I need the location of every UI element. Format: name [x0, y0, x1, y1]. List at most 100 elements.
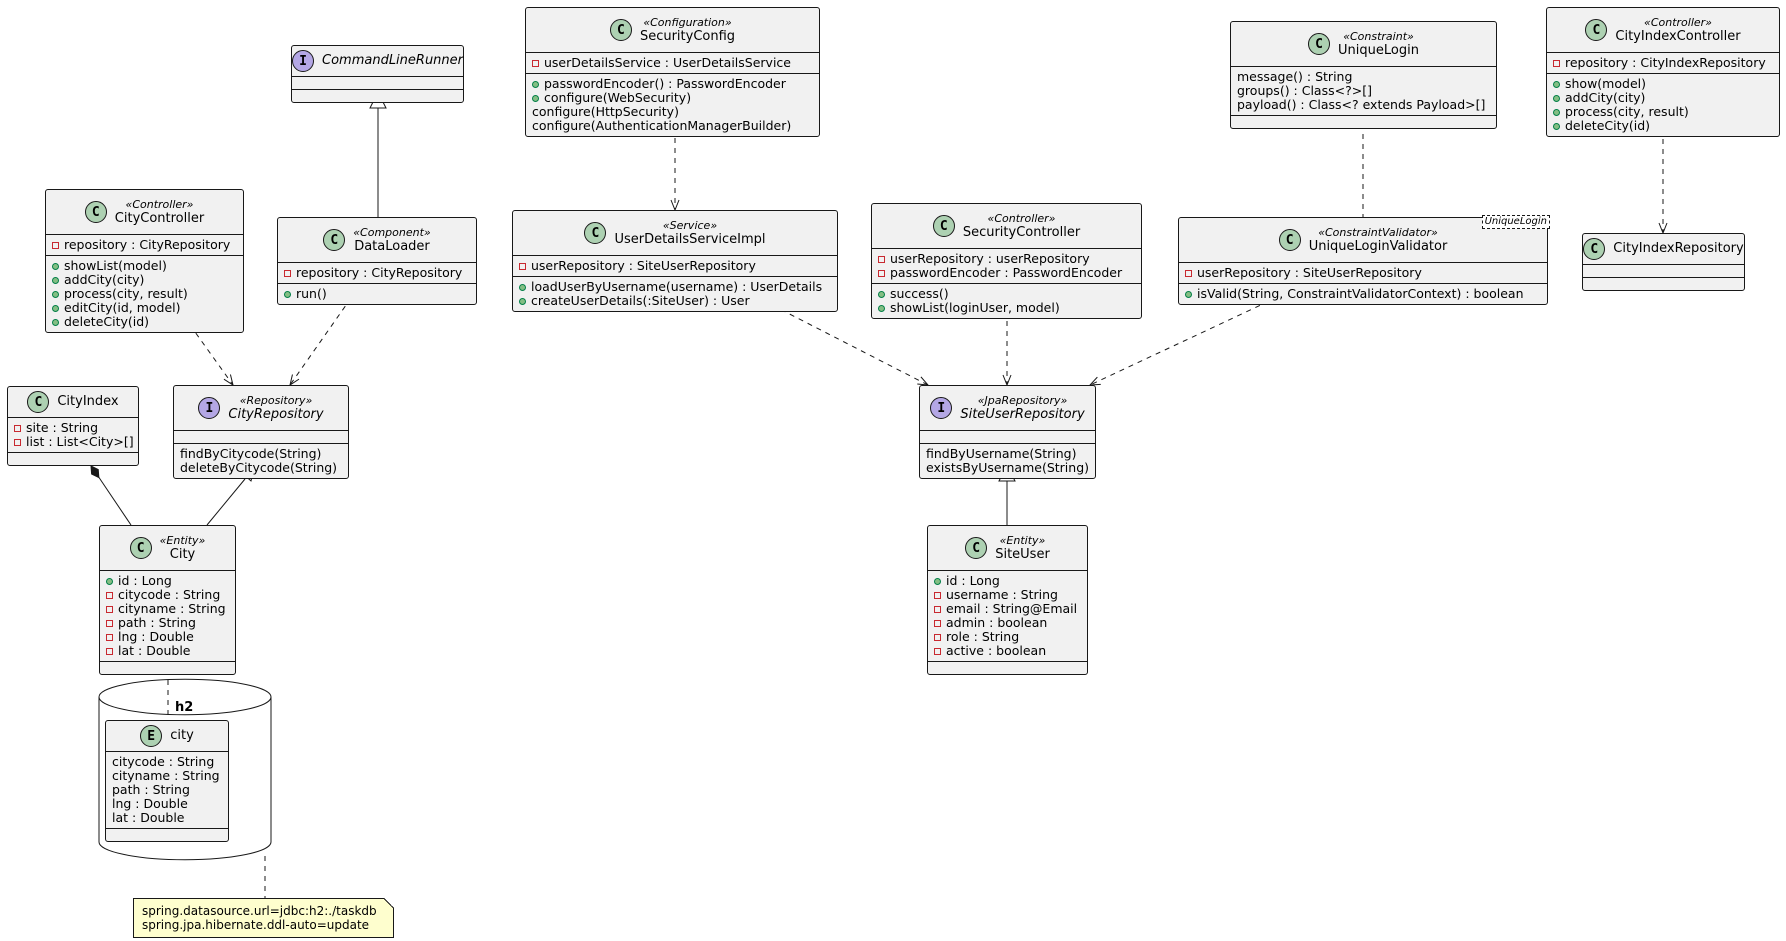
- class-icon: C: [1278, 229, 1301, 251]
- method-row: configure(WebSecurity): [532, 91, 813, 105]
- field-row: lat : Double: [112, 811, 222, 825]
- methods-compartment: [1583, 278, 1744, 290]
- field-row: admin : boolean: [934, 616, 1081, 630]
- method-row: findByUsername(String): [926, 447, 1089, 461]
- method-text: passwordEncoder() : PasswordEncoder: [544, 76, 786, 91]
- field-row: cityname : String: [112, 769, 222, 783]
- field-text: lat : Double: [118, 643, 191, 658]
- field-text: role : String: [946, 629, 1020, 644]
- methods-compartment: show(model)addCity(city)process(city, re…: [1547, 74, 1779, 136]
- class-icon: C: [1308, 33, 1331, 55]
- class-icon: C: [27, 391, 50, 413]
- private-visibility-icon: [934, 605, 941, 613]
- method-row: createUserDetails(:SiteUser) : User: [519, 294, 831, 308]
- methods-compartment: success()showList(loginUser, model): [872, 284, 1141, 318]
- method-text: deleteCity(id): [64, 314, 150, 329]
- private-visibility-icon: [106, 647, 113, 655]
- method-text: existsByUsername(String): [926, 460, 1090, 475]
- private-visibility-icon: [1553, 59, 1560, 67]
- method-text: addCity(city): [64, 272, 145, 287]
- field-row: passwordEncoder : PasswordEncoder: [878, 266, 1135, 280]
- method-row: show(model): [1553, 77, 1773, 91]
- method-text: process(city, result): [1565, 104, 1689, 119]
- fields-compartment: [292, 77, 463, 90]
- field-text: citycode : String: [118, 587, 221, 602]
- methods-compartment: findByUsername(String)existsByUsername(S…: [920, 444, 1095, 478]
- method-text: findByUsername(String): [926, 446, 1077, 461]
- private-visibility-icon: [934, 619, 941, 627]
- composition-diamond-icon: [90, 465, 100, 479]
- public-visibility-icon: [52, 290, 59, 298]
- class-name: UniqueLogin: [1338, 43, 1419, 58]
- method-row: editCity(id, model): [52, 301, 237, 315]
- private-visibility-icon: [14, 438, 21, 446]
- class-unique-login-validator[interactable]: C«ConstraintValidator»UniqueLoginValidat…: [1178, 215, 1550, 305]
- class-name: DataLoader: [354, 239, 430, 254]
- field-text: email : String@Email: [946, 601, 1078, 616]
- public-visibility-icon: [52, 304, 59, 312]
- field-text: userRepository : userRepository: [890, 251, 1090, 266]
- method-text: configure(HttpSecurity): [532, 104, 679, 119]
- method-text: loadUserByUsername(username) : UserDetai…: [531, 279, 823, 294]
- interface-icon: I: [198, 397, 221, 419]
- private-visibility-icon: [1185, 269, 1192, 277]
- class-name: city: [170, 728, 194, 743]
- class-name: UniqueLoginValidator: [1308, 239, 1448, 254]
- private-visibility-icon: [106, 591, 113, 599]
- method-text: configure(AuthenticationManagerBuilder): [532, 118, 792, 133]
- field-row: site : String: [14, 421, 132, 435]
- field-row: citycode : String: [112, 755, 222, 769]
- class-header: C«Component»DataLoader: [278, 218, 476, 263]
- field-row: groups() : Class<?>[]: [1237, 84, 1490, 98]
- method-row: findByCitycode(String): [180, 447, 342, 461]
- method-text: isValid(String, ConstraintValidatorConte…: [1197, 286, 1524, 301]
- dependency-line: [1089, 296, 1279, 386]
- stereotype-label: «Entity»: [159, 534, 206, 547]
- stereotype-label: «Controller»: [987, 212, 1056, 225]
- class-name: CityIndexController: [1615, 29, 1741, 44]
- method-text: success(): [890, 286, 949, 301]
- private-visibility-icon: [519, 262, 526, 270]
- public-visibility-icon: [1553, 94, 1560, 102]
- method-text: addCity(city): [1565, 90, 1646, 105]
- dependency-arrow-icon: [1088, 376, 1101, 386]
- class-icon: C: [609, 19, 632, 41]
- method-row: process(city, result): [52, 287, 237, 301]
- method-text: process(city, result): [64, 286, 188, 301]
- class-icon: C: [584, 222, 607, 244]
- field-row: email : String@Email: [934, 602, 1081, 616]
- field-row: repository : CityIndexRepository: [1553, 56, 1773, 70]
- class-name: CityIndex: [57, 394, 119, 409]
- field-row: role : String: [934, 630, 1081, 644]
- private-visibility-icon: [106, 605, 113, 613]
- public-visibility-icon: [52, 276, 59, 284]
- method-text: findByCitycode(String): [180, 446, 322, 461]
- fields-compartment: userRepository : SiteUserRepository: [1179, 263, 1547, 284]
- dependency-arrow-icon: [917, 376, 930, 386]
- public-visibility-icon: [1553, 108, 1560, 116]
- stereotype-label: «Controller»: [125, 198, 194, 211]
- field-text: userRepository : SiteUserRepository: [1197, 265, 1422, 280]
- field-text: cityname : String: [118, 601, 226, 616]
- field-text: id : Long: [118, 573, 172, 588]
- class-icon: C: [84, 201, 107, 223]
- fields-compartment: repository : CityRepository: [46, 235, 243, 256]
